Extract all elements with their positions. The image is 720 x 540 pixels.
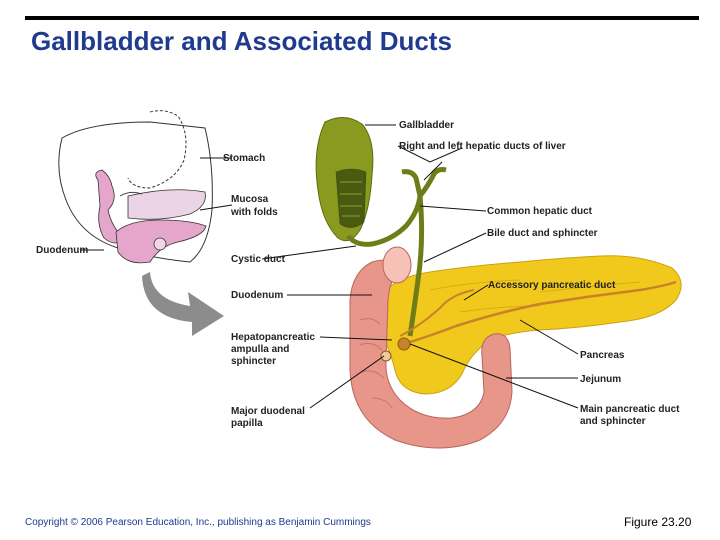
- main-pancreatic-duct-path: [403, 280, 677, 346]
- label-main-line2: and sphincter: [580, 416, 646, 427]
- label-duodenum-inset: Duodenum: [36, 245, 88, 256]
- labels: Stomach Mucosa with folds Duodenum Cysti…: [36, 120, 680, 429]
- label-stomach: Stomach: [223, 153, 265, 164]
- label-mucosa-line2: with folds: [230, 207, 278, 218]
- label-jejunum: Jejunum: [580, 374, 621, 385]
- label-common-hepatic: Common hepatic duct: [487, 206, 593, 217]
- leader-lines: [199, 124, 579, 409]
- inset-duodenum-shape: [95, 169, 125, 244]
- figure-number: Figure 23.20: [624, 515, 692, 529]
- duodenum-shape: [349, 259, 513, 449]
- curved-arrow-icon: [142, 272, 224, 336]
- label-hepato-line1: Hepatopancreatic: [231, 332, 315, 343]
- label-major-line2: papilla: [231, 418, 263, 429]
- label-gallbladder: Gallbladder: [399, 120, 454, 131]
- label-cystic-duct: Cystic duct: [231, 254, 286, 265]
- label-hepato-line3: sphincter: [231, 356, 276, 367]
- inset-overview: [58, 110, 213, 264]
- ampulla-shape: [397, 337, 411, 351]
- pancreas-shape: [377, 255, 682, 395]
- main-illustration: [315, 117, 682, 449]
- label-mucosa-line1: Mucosa: [231, 194, 269, 205]
- bile-duct-path: [346, 167, 447, 247]
- label-pancreas: Pancreas: [580, 350, 625, 361]
- label-major-line1: Major duodenal: [231, 406, 305, 417]
- label-bile-duct: Bile duct and sphincter: [487, 228, 598, 239]
- label-hepatic-ducts: Right and left hepatic ducts of liver: [399, 141, 566, 152]
- page-title: Gallbladder and Associated Ducts: [31, 26, 452, 56]
- label-main-line1: Main pancreatic duct: [580, 404, 680, 415]
- copyright-text: Copyright © 2006 Pearson Education, Inc.…: [25, 517, 371, 528]
- label-duodenum: Duodenum: [231, 290, 283, 301]
- label-accessory: Accessory pancreatic duct: [488, 280, 616, 291]
- label-hepato-line2: ampulla and: [231, 344, 289, 355]
- title-rule: [25, 16, 699, 20]
